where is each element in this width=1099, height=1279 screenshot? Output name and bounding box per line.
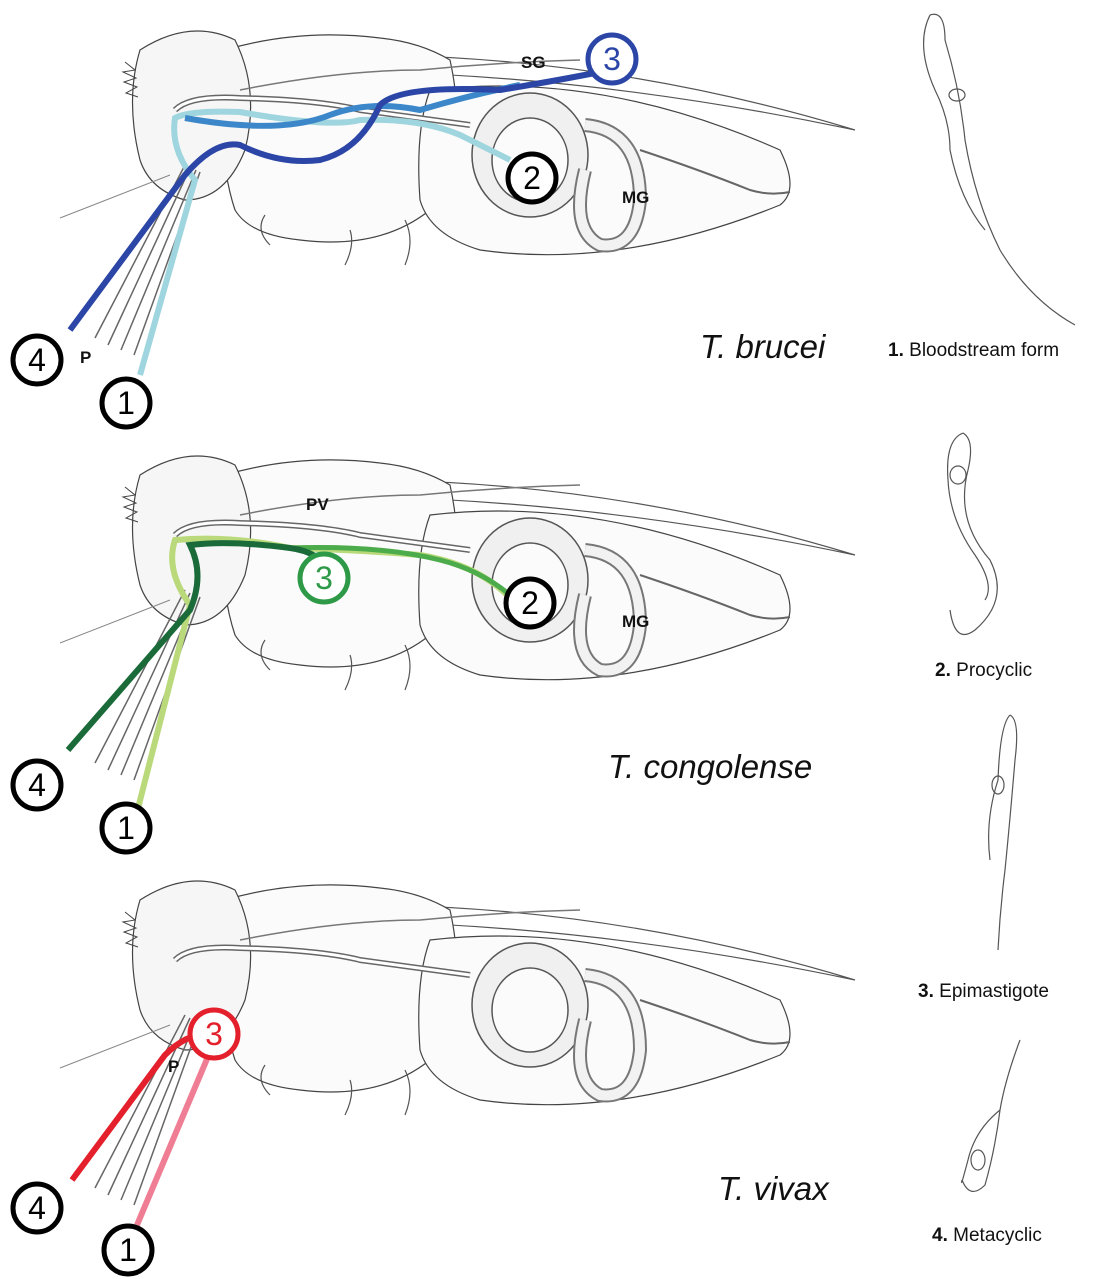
label-mg: MG: [622, 612, 649, 631]
marker-1-label: 1: [119, 1232, 137, 1268]
marker-3-label: 3: [603, 41, 621, 77]
label-p: P: [168, 1057, 179, 1076]
tsetse-fly-drawing-1: [60, 31, 855, 355]
stage-caption-4: 4. Metacyclic: [932, 1225, 1042, 1247]
stage-caption-2: 2. Procyclic: [935, 660, 1032, 682]
path-return-vivax: [72, 1034, 215, 1180]
species-name-congolense: T. congolense: [608, 748, 812, 786]
marker-3-label: 3: [315, 560, 333, 596]
stage-name: Epimastigote: [939, 981, 1049, 1002]
parasite-procyclic-drawing: [948, 433, 998, 635]
marker-1-label: 1: [117, 810, 135, 846]
label-p: P: [80, 348, 91, 367]
marker-4-label: 4: [28, 767, 46, 803]
marker-1-label: 1: [117, 385, 135, 421]
marker-4-label: 4: [28, 342, 46, 378]
stage-name: Bloodstream form: [909, 340, 1059, 361]
stage-number: 2.: [935, 660, 951, 681]
label-pv: PV: [306, 495, 329, 514]
panel-vivax: 4 1 3 P: [13, 881, 855, 1274]
stage-caption-1: 1. Bloodstream form: [888, 340, 1059, 362]
marker-2-label: 2: [521, 585, 539, 621]
parasite-metacyclic-drawing: [962, 1040, 1020, 1191]
stage-name: Metacyclic: [953, 1225, 1042, 1246]
stage-number: 3.: [918, 981, 934, 1002]
marker-2-label: 2: [523, 160, 541, 196]
panel-brucei: 4 1 2 3 SG MG P: [13, 31, 855, 427]
species-name-brucei: T. brucei: [700, 328, 825, 366]
stage-name: Procyclic: [956, 660, 1032, 681]
label-sg: SG: [521, 53, 546, 72]
stage-caption-3: 3. Epimastigote: [918, 981, 1049, 1003]
parasite-bloodstream-drawing: [924, 14, 1075, 325]
marker-4-label: 4: [28, 1190, 46, 1226]
species-name-vivax: T. vivax: [718, 1170, 829, 1208]
stage-number: 4.: [932, 1225, 948, 1246]
parasite-epimastigote-drawing: [989, 715, 1017, 950]
panel-congolense: 4 1 2 3 PV MG: [13, 456, 855, 852]
label-mg: MG: [622, 188, 649, 207]
stage-number: 1.: [888, 340, 904, 361]
marker-3-label: 3: [205, 1016, 223, 1052]
